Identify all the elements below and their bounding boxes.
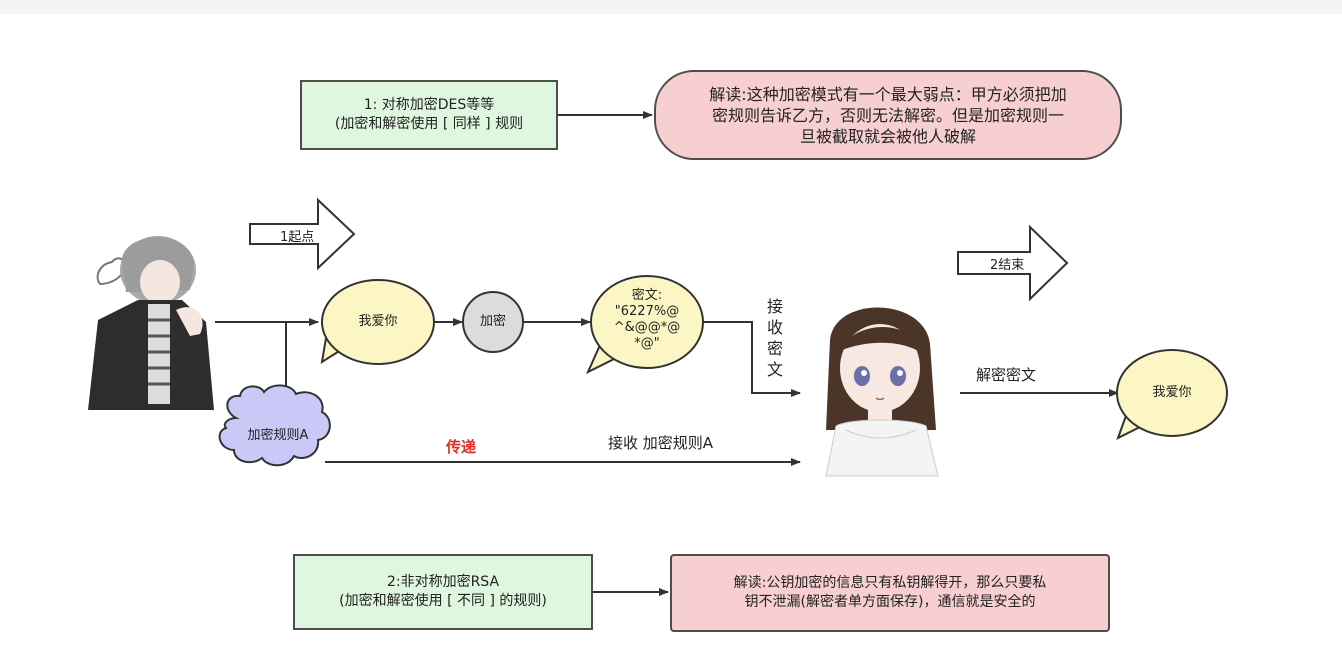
- asymmetric-box-title: 2:非对称加密RSA: [386, 574, 500, 590]
- symmetric-note-line-3: 旦被截取就会被他人破解: [799, 126, 976, 146]
- rule-cloud-shape: [218, 384, 331, 467]
- end-arrow-shape: [957, 224, 1069, 302]
- symmetric-encryption-box: 1: 对称加密DES等等 (加密和解密使用 [ 同样 ] 规则: [300, 80, 558, 150]
- receive-ciphertext-label: 接收密文: [766, 297, 783, 379]
- arrow-to-girl: [703, 321, 801, 397]
- symmetric-box-title: 1: 对称加密DES等等: [363, 97, 495, 113]
- symmetric-note-line-1: 解读:这种加密模式有一个最大弱点：甲方必须把加: [709, 84, 1067, 104]
- top-bar: [0, 0, 1342, 14]
- result-bubble-label: 我爱你: [1152, 385, 1192, 400]
- asymmetric-note-box: 解读:公钥加密的信息只有私钥解得开，那么只要私 钥不泄漏(解密者单方面保存)，通…: [670, 554, 1110, 632]
- symmetric-note-box: 解读:这种加密模式有一个最大弱点：甲方必须把加 密规则告诉乙方，否则无法解密。但…: [654, 70, 1122, 160]
- rule-cloud-label: 加密规则A: [247, 428, 309, 443]
- result-bubble-shape: [1116, 349, 1228, 441]
- decrypt-label: 解密密文: [976, 366, 1037, 384]
- ciphertext-bubble-shape: [585, 275, 704, 375]
- receive-rule-label: 接收 加密规则A: [608, 434, 714, 452]
- asymmetric-note-line-2: 钥不泄漏(解密者单方面保存)，通信就是安全的: [744, 594, 1036, 610]
- symmetric-note-line-2: 密规则告诉乙方，否则无法解密。但是加密规则一: [711, 105, 1064, 125]
- ciphertext-line-2: "6227%@: [614, 304, 680, 319]
- asymmetric-note-line-1: 解读:公钥加密的信息只有私钥解得开，那么只要私: [733, 575, 1047, 591]
- asymmetric-encryption-box: 2:非对称加密RSA (加密和解密使用 [ 不同 ] 的规则): [293, 554, 593, 630]
- asymmetric-box-subtitle: (加密和解密使用 [ 不同 ] 的规则): [339, 593, 547, 609]
- ciphertext-line-1: 密文:: [631, 288, 663, 303]
- start-arrow-label: 1起点: [280, 230, 315, 245]
- plaintext-bubble-label: 我爱你: [358, 314, 398, 329]
- encrypt-node-label: 加密: [479, 314, 506, 329]
- boy-character-icon: [88, 236, 214, 410]
- ciphertext-bubble-label: 密文: "6227%@ ^&@@*@ *@": [599, 288, 695, 352]
- encrypt-node-shape: [462, 291, 524, 353]
- symmetric-box-subtitle: (加密和解密使用 [ 同样 ] 规则: [334, 116, 524, 132]
- start-arrow-shape: [249, 197, 356, 271]
- ciphertext-line-3: ^&@@*@: [613, 320, 681, 335]
- girl-character-icon: [825, 307, 939, 477]
- ciphertext-line-4: *@": [634, 336, 660, 351]
- plaintext-bubble-shape: [320, 279, 435, 365]
- transfer-label: 传递: [446, 438, 477, 456]
- end-arrow-label: 2结束: [990, 258, 1025, 273]
